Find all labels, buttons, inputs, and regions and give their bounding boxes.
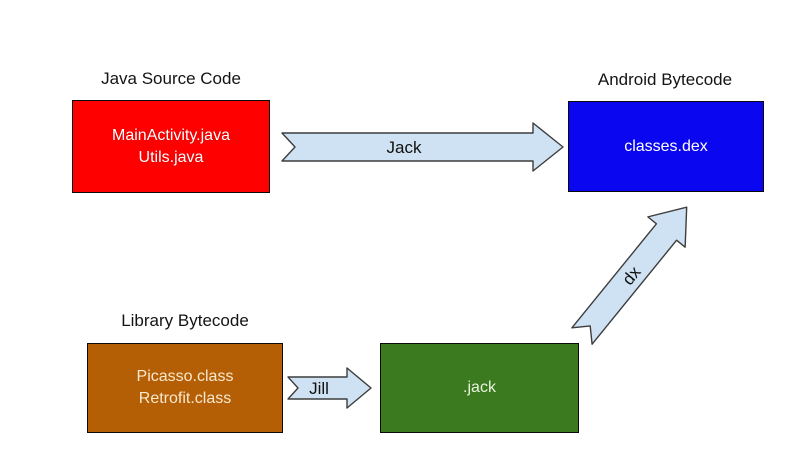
jack-file-box: .jack [380, 343, 579, 433]
java-source-line-1: MainActivity.java [112, 126, 230, 144]
java-source-title: Java Source Code [101, 69, 241, 88]
jill-arrow-shape [287, 367, 372, 409]
dx-arrow: dx [571, 206, 688, 345]
jill-arrow-label: Jill [309, 379, 329, 398]
jack-arrow-label: Jack [387, 138, 422, 157]
jack-arrow-shape [281, 122, 564, 172]
library-line-1: Picasso.class [136, 368, 234, 385]
jill-arrow: Jill [287, 367, 372, 409]
jack-file-label: .jack [463, 379, 496, 396]
classes-dex-label: classes.dex [624, 137, 708, 155]
library-bytecode-box: Picasso.class Retrofit.class [87, 343, 283, 433]
jack-arrow: Jack [281, 122, 564, 172]
dx-arrow-shape [571, 206, 688, 345]
java-source-line-2: Utils.java [138, 148, 204, 166]
library-bytecode-title: Library Bytecode [121, 311, 249, 330]
android-bytecode-box: classes.dex [568, 101, 764, 192]
library-line-2: Retrofit.class [138, 390, 232, 407]
android-bytecode-title: Android Bytecode [597, 70, 733, 89]
java-source-box: MainActivity.java Utils.java [72, 100, 270, 193]
